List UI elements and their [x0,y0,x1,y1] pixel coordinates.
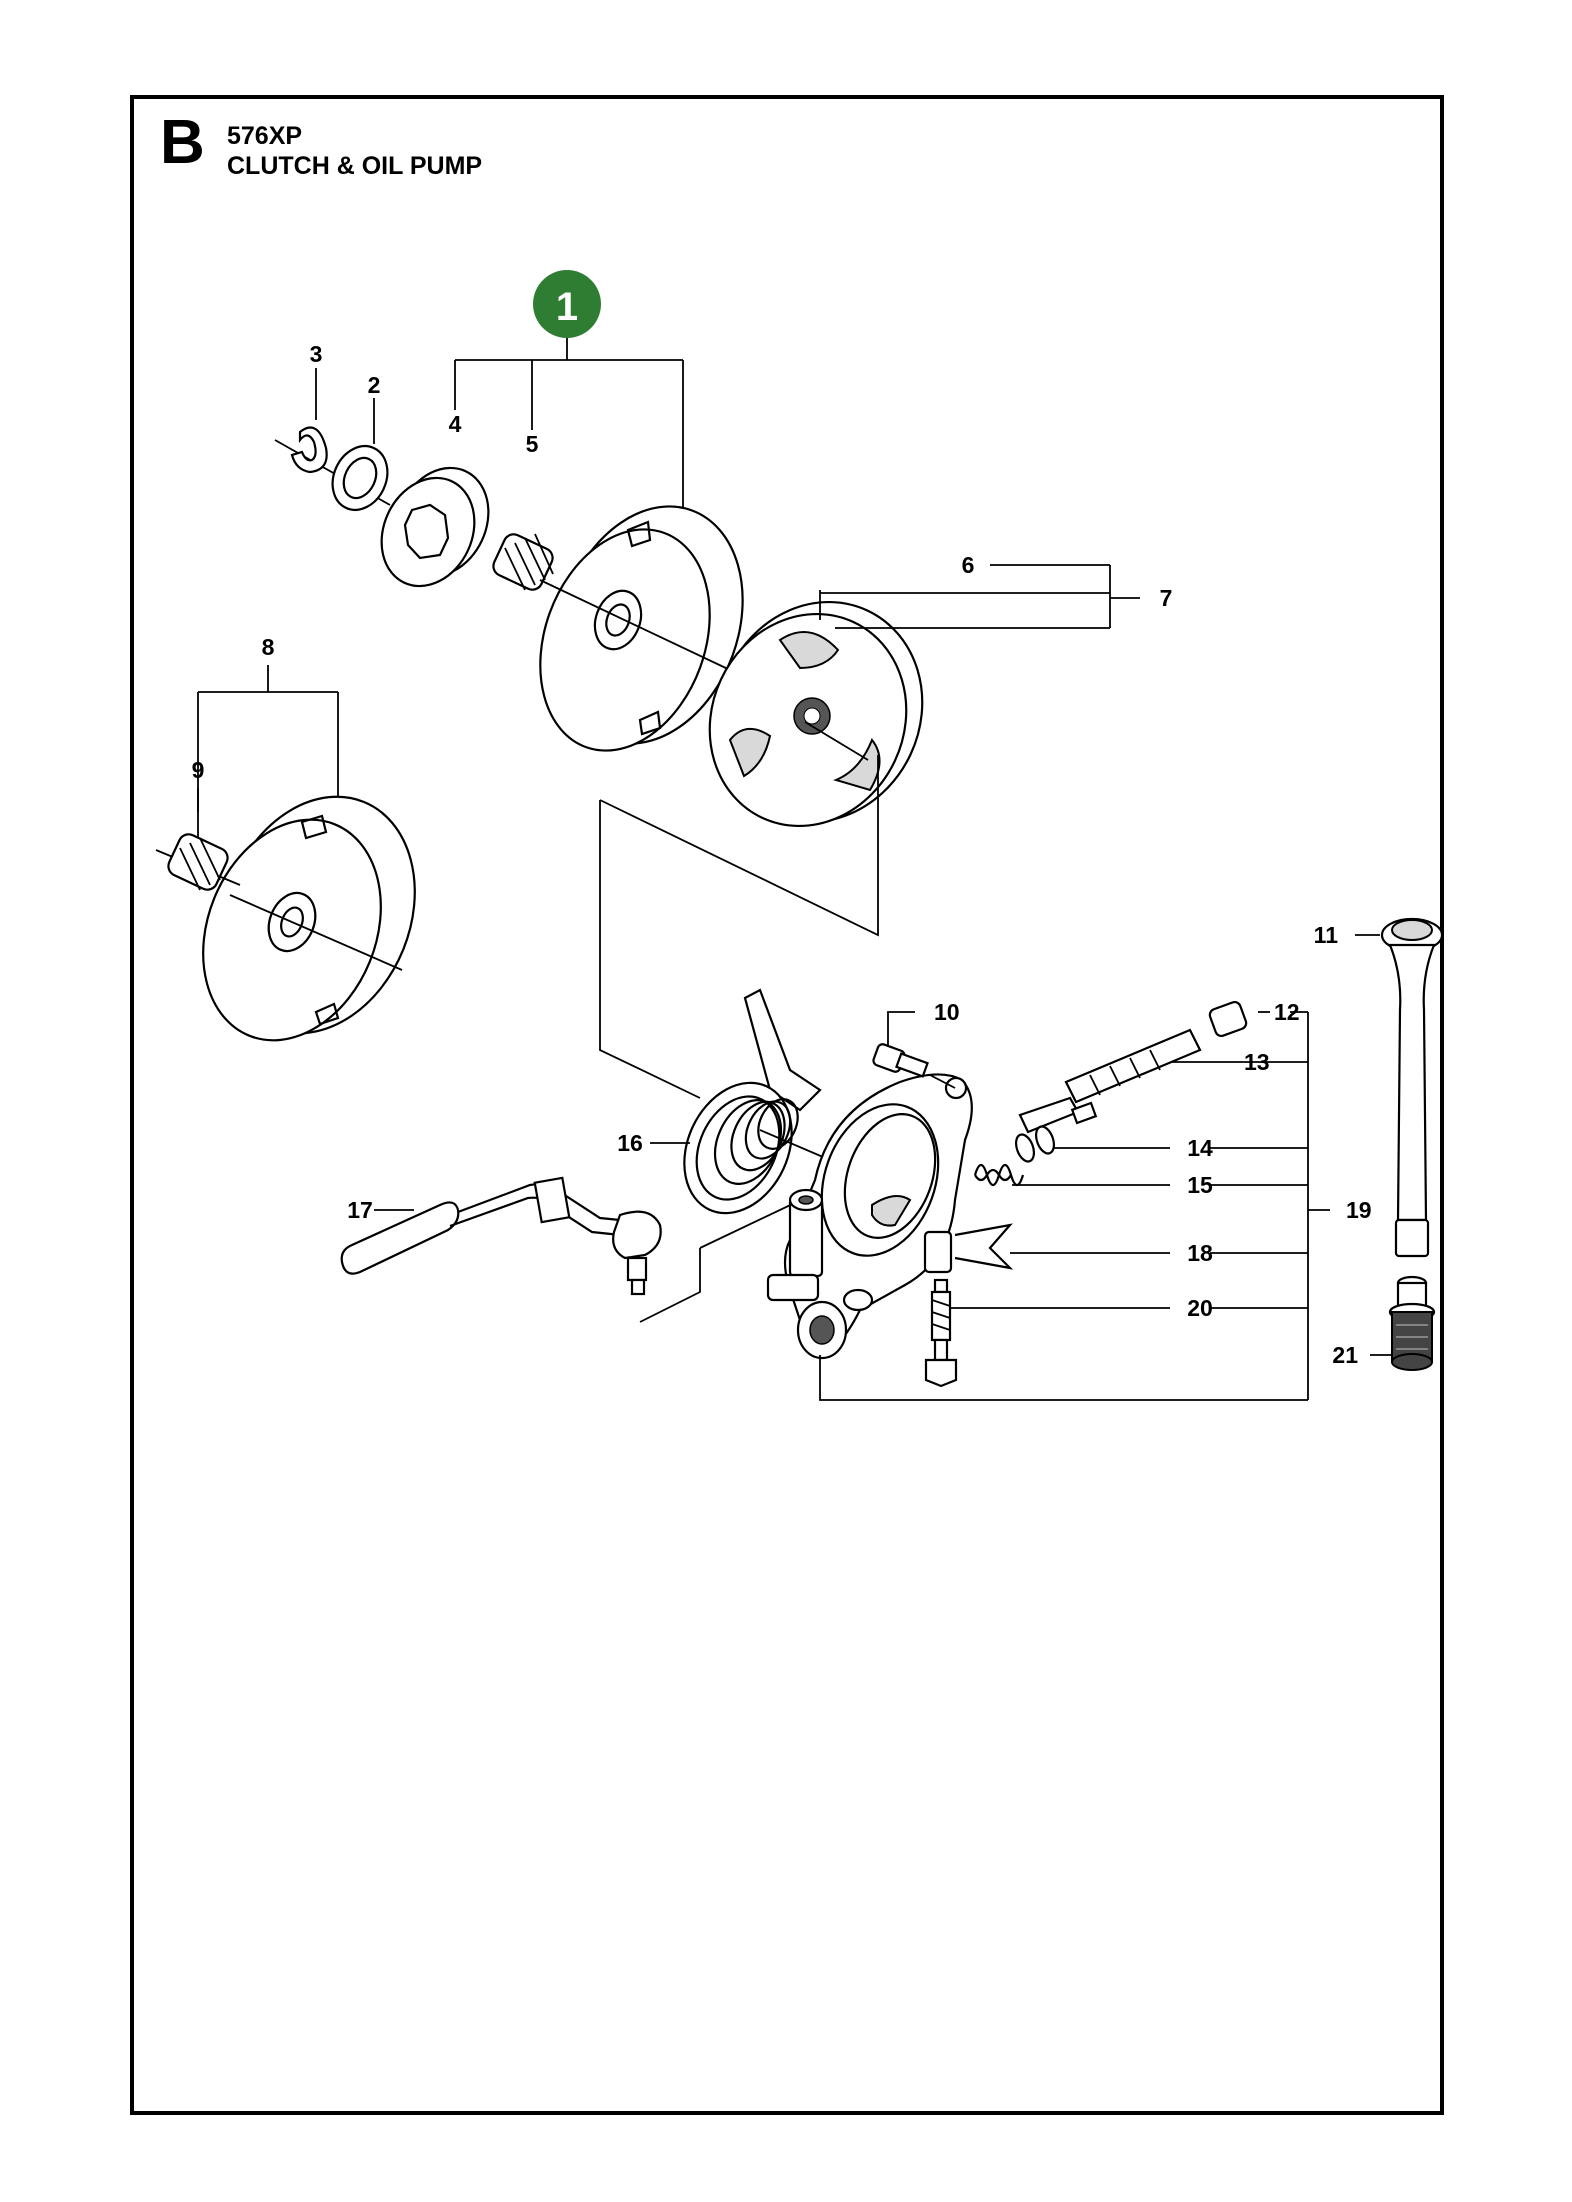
part-4-rim-sprocket [380,466,490,588]
part-14-washer [1014,1125,1170,1163]
assembly-1-bracket [454,330,684,515]
part-19-oil-pump-housing [766,1073,973,1360]
part-13-pump-piston [1018,1028,1240,1134]
callout-3: 3 [310,341,323,367]
part-20-adjuster-screw [924,1278,1170,1388]
assembly-1-badge: 1 [533,270,601,338]
part-15-spring [973,1163,1170,1187]
callout-8: 8 [262,634,275,660]
callout-9: 9 [192,757,205,783]
badge-label: 1 [556,285,578,329]
callout-4: 4 [449,411,462,437]
part-5-needle-bearing [492,533,554,591]
section-title: CLUTCH & OIL PUMP [227,152,483,180]
callout-10: 10 [934,999,960,1025]
part-18-arrow [954,1223,1170,1270]
part-9-needle-bearing [155,788,241,891]
callout-labels: 3 2 4 5 6 7 8 9 10 11 12 13 14 15 16 17 … [192,341,1372,1368]
callout-2: 2 [368,372,381,398]
callout-11: 11 [1314,922,1339,948]
part-17-oil-hose [340,1176,662,1296]
section-letter: B [160,108,205,177]
part-16-pump-drive [650,988,831,1215]
diagram-frame [130,95,1444,2115]
part-6-clutch-assembly [708,564,1140,828]
part-2-washer [331,398,389,511]
callout-5: 5 [526,431,539,457]
model-name: 576XP [227,122,303,150]
callout-14: 14 [1187,1135,1213,1161]
callout-6: 6 [962,552,975,578]
part-12-plug [1208,1000,1270,1038]
callout-18: 18 [1187,1240,1213,1266]
part-8-clutch-drum [197,665,416,1042]
part-11-oil-suction-hose [1355,917,1444,1258]
badge-circle [533,270,601,338]
callout-7: 7 [1160,585,1173,611]
callout-16: 16 [617,1130,643,1156]
callout-13: 13 [1244,1049,1270,1075]
callout-12: 12 [1274,999,1300,1025]
callout-17: 17 [347,1197,373,1223]
callout-15: 15 [1187,1172,1213,1198]
part-21-oil-filter [1370,1275,1436,1371]
callout-20: 20 [1187,1295,1213,1321]
group-19-bracket [819,1011,1330,1401]
part-10-screw [872,1011,956,1089]
callout-21: 21 [1332,1342,1358,1368]
callout-19: 19 [1346,1197,1372,1223]
clutch-drum-upper [539,505,744,752]
